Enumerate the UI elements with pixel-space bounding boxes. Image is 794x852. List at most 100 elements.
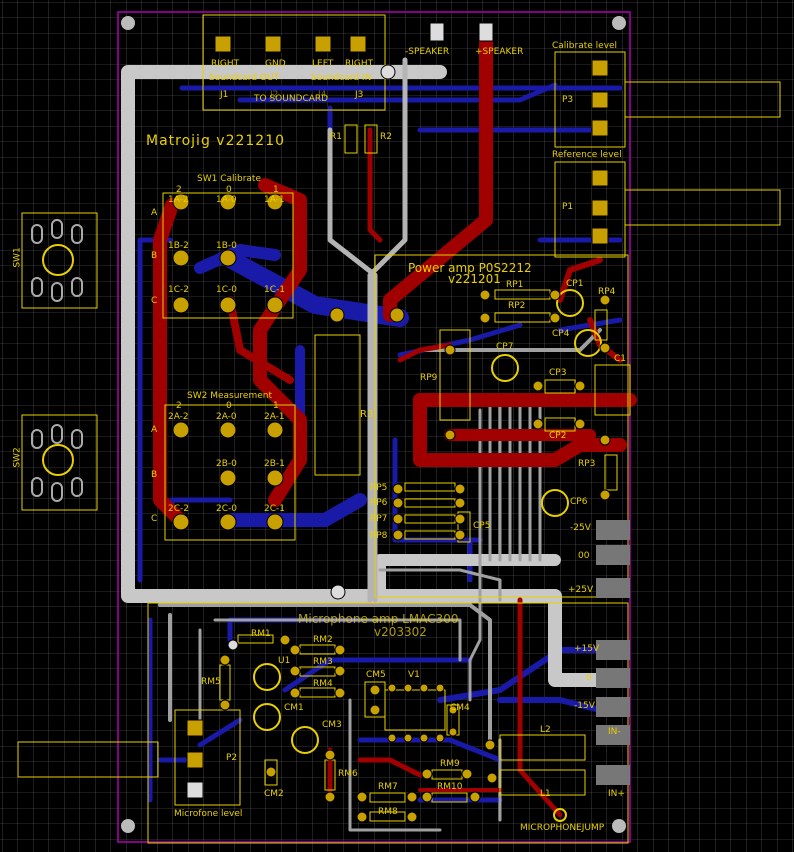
j2-label: J2 xyxy=(270,90,279,100)
sw1-row-b: B xyxy=(151,251,158,261)
v1-label: V1 xyxy=(408,670,420,680)
j3-label: J3 xyxy=(355,90,364,100)
sw2-pad-2a0: 2A-0 xyxy=(216,412,237,422)
cm2-label: CM2 xyxy=(264,789,284,799)
rp2-label: RP2 xyxy=(508,301,526,311)
rm10-label: RM10 xyxy=(437,782,463,792)
cm4-label: CM4 xyxy=(450,703,470,713)
rotary-switches xyxy=(31,219,83,502)
sw2-col-1: 1 xyxy=(273,401,279,411)
in-neg-label: IN- xyxy=(608,727,621,737)
terminal-blocks xyxy=(596,520,630,785)
mic-amp-version: v203302 xyxy=(374,625,427,639)
cp5-label: CP5 xyxy=(473,521,491,531)
j3-title: Soundcard IN xyxy=(311,73,372,83)
sw2-pad-2a1: 2A-1 xyxy=(264,412,285,422)
sw1-pad-1a1: 1A-1 xyxy=(264,195,285,205)
rm9-label: RM9 xyxy=(440,759,460,769)
l2-label: L2 xyxy=(540,725,551,735)
microfone-level-label: Microfone level xyxy=(174,809,243,819)
r2-label: R2 xyxy=(380,132,392,142)
in-pos-label: IN+ xyxy=(608,789,625,799)
rm7-label: RM7 xyxy=(378,782,398,792)
p3-label: P3 xyxy=(562,95,574,105)
power-amp-title: Power amp P0S2212 xyxy=(408,261,532,275)
l1-label: L1 xyxy=(540,789,551,799)
mounting-holes xyxy=(121,16,626,833)
j1-gnd-label: GND xyxy=(265,59,286,69)
r1-label: R1 xyxy=(330,132,342,142)
rm8-label: RM8 xyxy=(378,807,398,817)
cm1-label: CM1 xyxy=(284,703,304,713)
silkscreen xyxy=(17,14,781,844)
sw1-row-a: A xyxy=(151,208,158,218)
to-soundcard-label: TO SOUNDCARD xyxy=(254,94,329,104)
sw1-col-0: 0 xyxy=(226,185,232,195)
rp7-label: RP7 xyxy=(370,514,388,524)
cp2-label: CP2 xyxy=(549,431,567,441)
j1-label: J1 xyxy=(220,90,229,100)
sw1-row-c: C xyxy=(151,296,158,306)
sw1-pad-1c0: 1C-0 xyxy=(216,285,237,295)
rp3-label: RP3 xyxy=(578,459,596,469)
sw2-pad-2c0: 2C-0 xyxy=(216,504,237,514)
sw2-col-2: 2 xyxy=(176,401,182,411)
sw2-title: SW2 Measurement xyxy=(187,391,272,401)
sw2-col-0: 0 xyxy=(226,401,232,411)
board-title: Matrojig v221210 xyxy=(146,133,286,149)
pads xyxy=(172,22,611,823)
sw1-pad-1b0: 1B-0 xyxy=(216,241,237,251)
sw2-pad-2a2: 2A-2 xyxy=(168,412,189,422)
sw2-side-label: SW2 xyxy=(12,447,23,468)
calibrate-level-label: Calibrate level xyxy=(552,41,618,51)
speaker-neg-label: -SPEAKER xyxy=(405,47,450,57)
j4-label: J4 xyxy=(318,90,327,100)
sw2-pad-2c2: 2C-2 xyxy=(168,504,189,514)
sw1-side-label: SW1 xyxy=(12,247,23,268)
j1-title: Soundcard OUT xyxy=(209,73,280,83)
cm5-label: CM5 xyxy=(366,670,386,680)
rm3-label: RM3 xyxy=(313,657,333,667)
rm1-label: RM1 xyxy=(251,629,271,639)
rail-00-label: 00 xyxy=(578,551,590,561)
sw1-pad-1b2: 1B-2 xyxy=(168,241,189,251)
rm2-label: RM2 xyxy=(313,635,333,645)
j1-right-label: RIGHT xyxy=(211,59,240,69)
power-amp-version: v221201 xyxy=(448,272,501,286)
mic-amp-title: Microphone amp LMAC300 xyxy=(298,612,459,626)
microphone-jump-label: MICROPHONEJUMP xyxy=(520,823,605,833)
j3-left-label: LEFT xyxy=(312,59,334,69)
rp8-label: RP8 xyxy=(370,531,388,541)
rp5-label: RP5 xyxy=(370,483,388,493)
cp4-label: CP4 xyxy=(552,329,570,339)
rm4-label: RM4 xyxy=(313,679,333,689)
rm5-label: RM5 xyxy=(201,677,221,687)
c1-label: C1 xyxy=(614,354,627,364)
rp1-label: RP1 xyxy=(506,280,524,290)
cp3-label: CP3 xyxy=(549,368,567,378)
rail-pos25-label: +25V xyxy=(568,585,594,595)
sw1-pad-1c1: 1C-1 xyxy=(264,285,285,295)
rail-pos15-label: +15V xyxy=(574,644,600,654)
sw2-pad-2b0: 2B-0 xyxy=(216,459,237,469)
p2-label: P2 xyxy=(226,753,238,763)
j3-right-label: RIGHT xyxy=(345,59,374,69)
sw1-pad-1a0: 1A-0 xyxy=(216,195,237,205)
rp6-label: RP6 xyxy=(370,498,388,508)
sw2-row-b: B xyxy=(151,470,158,480)
reference-level-label: Reference level xyxy=(552,150,622,160)
rp4-label: RP4 xyxy=(598,287,616,297)
sw1-pad-1c2: 1C-2 xyxy=(168,285,189,295)
rail-neg15-label: -15V xyxy=(574,701,595,711)
sw2-row-c: C xyxy=(151,514,158,524)
sw2-row-a: A xyxy=(151,425,158,435)
cp1-label: CP1 xyxy=(566,279,584,289)
rail-neg25-label: -25V xyxy=(570,523,591,533)
rp9-label: RP9 xyxy=(420,373,438,383)
sw1-col-1: 1 xyxy=(273,185,279,195)
cm3-label: CM3 xyxy=(322,720,342,730)
cp6-label: CP6 xyxy=(570,497,588,507)
sw1-pad-1a2: 1A-2 xyxy=(168,195,189,205)
sw1-title: SW1 Calibrate xyxy=(197,174,261,184)
rm6-label: RM6 xyxy=(338,769,358,779)
